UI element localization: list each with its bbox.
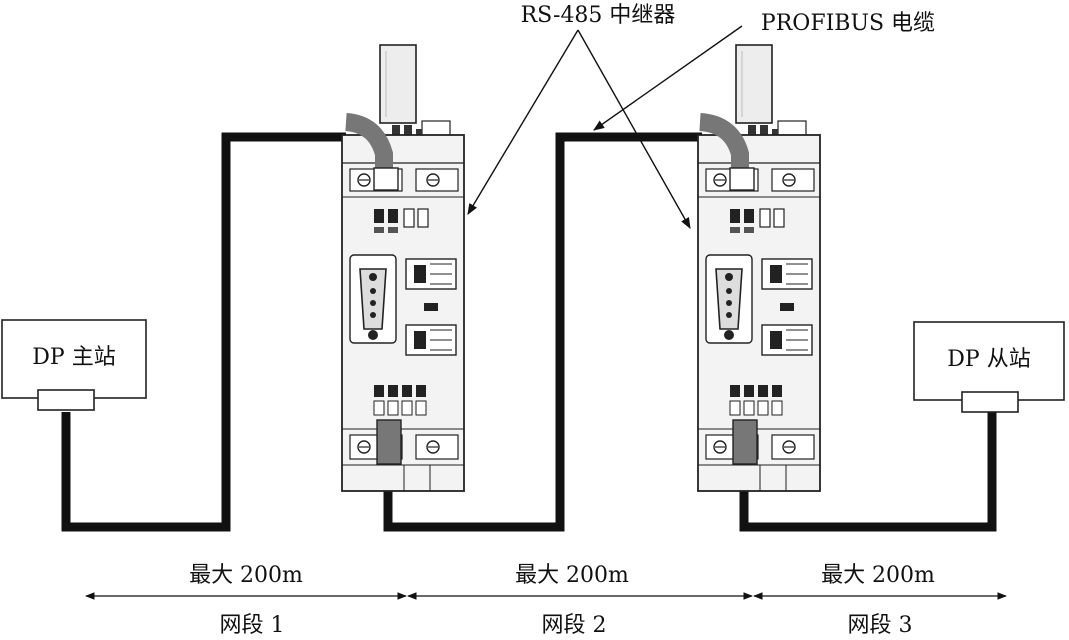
segment-3-length-label: 最大 200m (821, 563, 935, 588)
rs485-repeater-2 (697, 44, 821, 492)
cable-callout-label: PROFIBUS 电缆 (761, 11, 935, 36)
cable-callout-arrow (593, 25, 743, 131)
profibus-cable-segment-3 (739, 412, 997, 532)
dp-master-label: DP 主站 (32, 345, 115, 370)
segment-2-name-label: 网段 2 (542, 613, 607, 638)
repeater-callout-arrow-2 (577, 29, 691, 229)
bus-connector-plug-2-bottom (732, 419, 758, 465)
profibus-cable-segment-1 (61, 132, 346, 532)
rs485-repeater-1 (341, 44, 465, 492)
bus-connector-plug-1-top (344, 113, 399, 191)
profibus-cable-segment-2 (383, 132, 702, 532)
segment-3-name-label: 网段 3 (848, 613, 913, 638)
segment-2-length-label: 最大 200m (515, 563, 629, 588)
repeater-callout-arrow-1 (467, 29, 579, 215)
segment-1-name-label: 网段 1 (220, 613, 285, 638)
bus-connector-plug-2-top (698, 113, 755, 191)
dp-master-box: DP 主站 (1, 319, 147, 411)
dp-slave-box: DP 从站 (913, 321, 1065, 413)
repeater-callout-label: RS-485 中继器 (521, 3, 676, 28)
segment-1-length-label: 最大 200m (189, 563, 303, 588)
dp-slave-label: DP 从站 (947, 347, 1030, 372)
bus-connector-plug-1-bottom (376, 419, 402, 465)
